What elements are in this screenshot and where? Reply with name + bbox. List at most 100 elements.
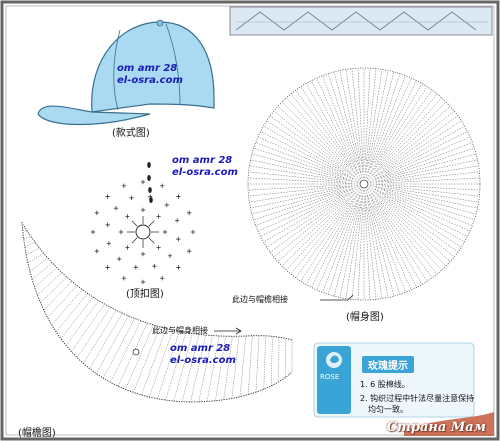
crown-stitch-ray xyxy=(378,93,438,166)
crown-stitch-ray xyxy=(365,73,401,179)
crown-stitch-ray xyxy=(327,189,363,295)
brim-stitch-column xyxy=(231,336,240,399)
crown-stitch-ray xyxy=(286,188,361,271)
brim-stitch-column xyxy=(103,318,135,379)
crown-stitch-ray xyxy=(371,200,412,291)
crown-stitch-ray xyxy=(367,201,389,298)
crown-stitch-ray xyxy=(339,70,361,167)
crown-stitch-ray xyxy=(367,207,383,299)
brim-stitch-column xyxy=(89,313,123,369)
button-chain-stitch xyxy=(149,197,153,203)
crown-stitch-ray xyxy=(263,192,349,243)
crown-stitch-ray xyxy=(385,131,468,174)
crown-stitch-ray xyxy=(367,70,389,167)
crown-stitch-ray xyxy=(371,77,412,168)
button-cross-stitch xyxy=(174,218,180,223)
button-chain-stitch xyxy=(147,175,151,181)
crown-stitch-ray xyxy=(251,189,341,215)
crown-stitch-ray xyxy=(295,90,354,170)
tips-title: 玫瑰提示 xyxy=(362,356,414,373)
tips-logo: ROSE xyxy=(320,373,340,381)
brim-stitch-column xyxy=(141,328,167,395)
crown-stitch-ray xyxy=(305,83,362,179)
crown-stitch-ray xyxy=(377,106,451,173)
crown-stitch-ray xyxy=(281,192,356,267)
button-cross-stitch xyxy=(125,214,130,219)
button-cross-stitch xyxy=(140,179,146,185)
brim-stitch-column xyxy=(247,335,253,395)
button-cross-stitch xyxy=(129,195,134,201)
crown-stitch-ray xyxy=(379,192,465,243)
button-cross-stitch xyxy=(105,265,110,270)
crown-stitch-ray xyxy=(290,202,350,275)
brim-stitch-column xyxy=(27,252,44,264)
crown-stitch-ray xyxy=(290,93,357,175)
crown-stitch-ray xyxy=(367,188,442,271)
crown-stitch-ray xyxy=(366,189,423,285)
brand-logo: Страна Мам xyxy=(386,420,486,435)
brim-guide-outer xyxy=(22,222,292,402)
crown-stitch-ray xyxy=(374,80,417,163)
brim-stitch-column xyxy=(255,335,260,393)
crown-stitch-ray xyxy=(357,207,363,300)
crown-stitch-ray xyxy=(370,86,428,175)
button-cross-stitch xyxy=(113,205,119,211)
brim-stitch-column xyxy=(23,236,32,239)
crown-stitch-ray xyxy=(266,190,355,248)
brim-stitch-column xyxy=(51,289,83,326)
crown-stitch-ray xyxy=(260,131,354,179)
button-cross-stitch xyxy=(94,210,100,216)
caption-button: (顶扣图) xyxy=(126,289,164,300)
button-cross-stitch xyxy=(105,194,110,199)
crown-stitch-ray xyxy=(311,80,359,174)
crown-stitch-ray xyxy=(380,200,447,267)
brim-stitch-column xyxy=(37,272,62,296)
crown-stitch-ray xyxy=(322,195,360,293)
crown-stitch-ray xyxy=(365,189,401,295)
crown-stitch-ray xyxy=(357,68,364,173)
crown-stitch-ray xyxy=(286,97,361,180)
tips-box xyxy=(313,342,475,418)
button-chain-stitch xyxy=(148,187,152,193)
crown-stitch-ray xyxy=(375,186,477,215)
crown-stitch-ray xyxy=(364,68,377,179)
crown-outer-edge xyxy=(247,67,481,301)
brim-stitch-column xyxy=(133,326,161,393)
button-cross-stitch xyxy=(186,210,192,216)
crown-stitch-ray xyxy=(387,177,480,183)
button-cross-stitch xyxy=(159,183,165,189)
crown-stitch-ray xyxy=(384,196,462,248)
crown-stitch-ray xyxy=(366,195,395,297)
crown-stitch-ray xyxy=(381,189,475,221)
crown-stitch-ray xyxy=(273,110,355,177)
button-chain-stitch xyxy=(147,162,151,168)
crown-stitch-ray xyxy=(295,198,354,278)
crown-stitch-ray xyxy=(374,198,433,278)
brim-stitch-column xyxy=(24,242,36,247)
crown-stitch-ray xyxy=(369,194,417,288)
button-spoke xyxy=(131,237,138,244)
crown-stitch-ray xyxy=(373,191,455,258)
button-cross-stitch xyxy=(164,202,170,208)
crown-stitch-ray xyxy=(369,185,478,209)
brim-edge-arrow-head xyxy=(235,327,242,335)
crown-stitch-ray xyxy=(365,68,371,161)
button-cross-stitch xyxy=(176,265,181,270)
crown-stitch-ray xyxy=(250,159,359,183)
crown-stitch-ray xyxy=(386,192,473,226)
crown-stitch-ray xyxy=(351,189,364,300)
brim-stitch-column xyxy=(83,310,117,364)
crown-stitch-ray xyxy=(277,195,351,262)
brim-stitch-column xyxy=(60,296,94,339)
tip-item-2: 2. 钩织过程中针法尽量注意保持 xyxy=(360,394,475,403)
brim-stitch-column xyxy=(96,315,129,374)
brim-stitch-column xyxy=(173,333,193,402)
button-cross-stitch xyxy=(90,229,96,235)
brim-stitch-column xyxy=(34,267,58,288)
brim-stitch-column xyxy=(223,336,233,400)
crown-stitch-ray xyxy=(375,184,480,191)
brim-stitch-column xyxy=(21,221,25,227)
crown-stitch-ray xyxy=(381,171,480,183)
